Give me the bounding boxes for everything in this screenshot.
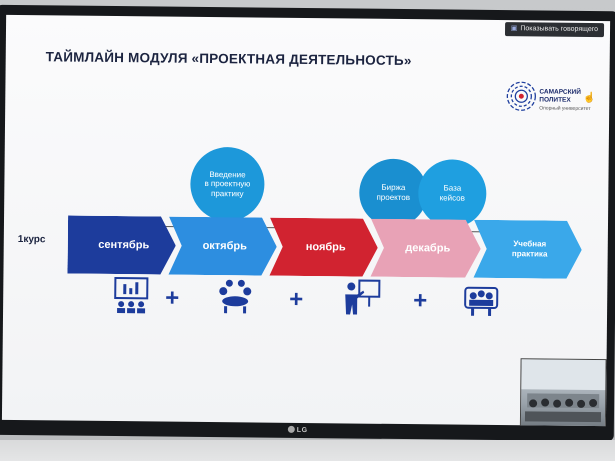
team-meeting-icon: [219, 279, 252, 314]
plus-icon: +: [165, 284, 180, 312]
presenter-icon: [345, 279, 381, 315]
tv-bezel: ▣Показывать говорящего ТАЙМЛАЙН МОДУЛЯ «…: [0, 4, 615, 442]
case-base-circle: База кейсов: [417, 159, 487, 228]
intro-practice-circle: Введение в проектную практику: [190, 146, 265, 222]
timeline-arrow-november: ноябрь: [269, 218, 378, 277]
classroom-video-icon: [521, 359, 606, 423]
workshop-group-icon: [464, 286, 499, 316]
plus-icon: +: [289, 285, 304, 313]
video-conference-thumbnail[interactable]: IS: [519, 358, 607, 427]
tv-brand-logo: LG: [287, 425, 308, 434]
projected-slide: ▣Показывать говорящего ТАЙМЛАЙН МОДУЛЯ «…: [1, 14, 611, 427]
timeline-arrow-october: октябрь: [168, 217, 277, 276]
plus-icon: +: [413, 287, 428, 315]
logo-swirl-icon: [506, 81, 536, 111]
lecture-screen-icon: [114, 277, 149, 314]
university-logo: САМАРСКИЙ ПОЛИТЕХ Опорный университет ☝: [505, 70, 596, 125]
course-label: 1курс: [17, 233, 46, 246]
wall-background: [0, 440, 615, 461]
timeline-arrow-december: декабрь: [370, 219, 481, 278]
timeline-arrow-september: сентябрь: [67, 216, 176, 275]
